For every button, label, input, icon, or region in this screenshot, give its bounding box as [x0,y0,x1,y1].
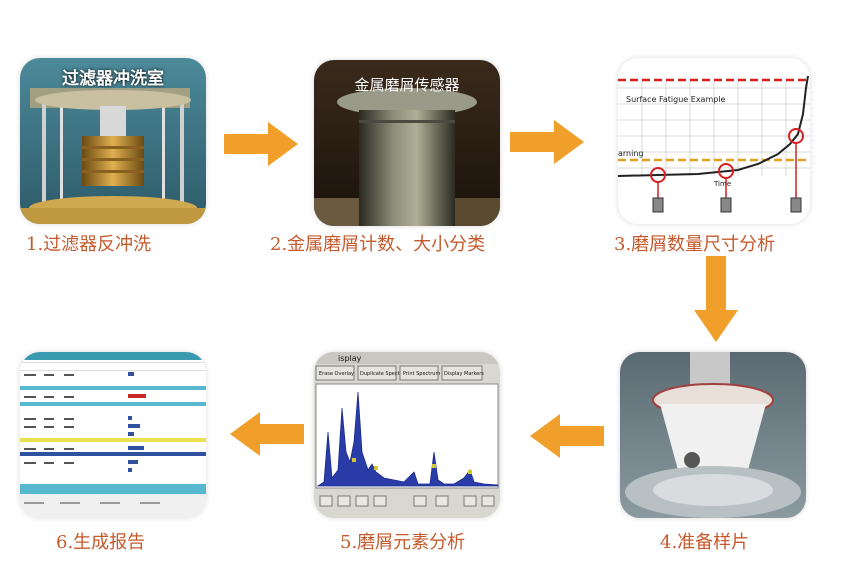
arrow-step-4-to-5 [530,414,604,458]
sample-preparation-photo [620,352,806,518]
metal-debris-sensor-photo [314,60,500,226]
arrow-step-5-to-6 [230,412,304,456]
step-5-image: isplay Erase Overlay Duplicate Spectrum … [314,352,500,518]
step-1-image: 过滤器冲洗室 [20,58,206,224]
arrow-step-1-to-2 [224,122,298,166]
step-1-caption: 1.过滤器反冲洗 [26,234,152,255]
step-1-overlay-label: 过滤器冲洗室 [62,69,164,89]
step-2-image: 金属磨屑传感器 [314,60,500,226]
element-spectrum-window: isplay Erase Overlay Duplicate Spectrum … [314,352,500,507]
erase-overlay-button[interactable]: Erase Overlay [319,371,354,377]
step-5-caption: 5.磨屑元素分析 [340,532,466,553]
step-6-image [20,352,206,518]
step-3-image: Surface Fatigue Example arning Time [618,58,810,224]
print-spectrum-button[interactable]: Print Spectrum [403,371,440,377]
duplicate-spectrum-button[interactable]: Duplicate Spectrum [360,371,410,377]
display-markers-button[interactable]: Display Markers [444,371,484,377]
debris-trend-chart: Surface Fatigue Example arning Time [618,75,810,213]
arrow-step-2-to-3 [510,120,584,164]
spectrum-window-title: isplay [338,354,362,363]
time-axis-label: Time [713,180,731,188]
step-3-caption: 3.磨屑数量尺寸分析 [614,234,776,255]
filter-chamber-photo [20,58,206,224]
chart-title: Surface Fatigue Example [626,95,726,104]
warning-label: arning [618,149,644,158]
step-2-overlay-label: 金属磨屑传感器 [354,76,460,94]
analysis-report-screenshot [20,352,206,518]
step-4-caption: 4.准备样片 [660,532,750,553]
step-6-caption: 6.生成报告 [56,532,146,553]
step-4-image [620,352,806,518]
step-2-caption: 2.金属磨屑计数、大小分类 [270,234,486,255]
arrow-step-3-to-4 [694,256,738,342]
